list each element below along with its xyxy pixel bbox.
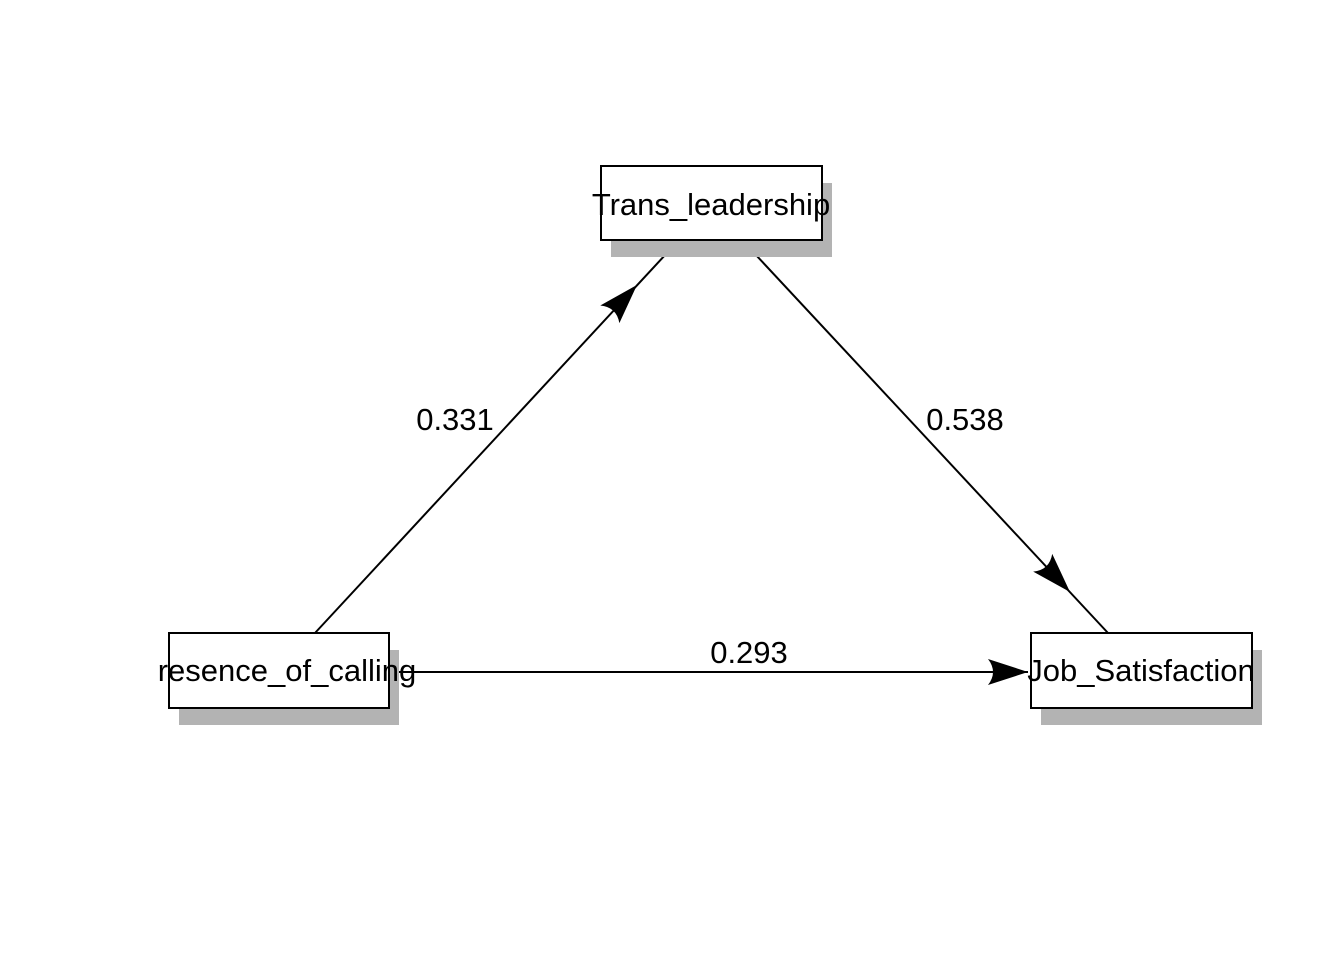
node-trans-leadership-box [600, 165, 823, 241]
node-job-satisfaction-label: Job_Satisfaction [1027, 653, 1254, 688]
node-job-satisfaction-box [1030, 632, 1253, 709]
edge-trans-to-job-coefficient: 0.538 [926, 402, 1004, 437]
edge-presence-to-job-coefficient: 0.293 [710, 635, 788, 670]
node-presence-of-calling-box [168, 632, 390, 709]
edge-presence-to-trans-arrowhead-icon [600, 285, 637, 324]
node-trans-leadership-label: Trans_leadership [592, 187, 830, 222]
edge-trans-to-job-arrowhead-icon [1033, 553, 1070, 592]
edge-presence-to-trans-coefficient: 0.331 [416, 402, 494, 437]
node-presence-of-calling-label: resence_of_calling [158, 653, 417, 688]
edge-presence-to-job-arrowhead-icon [988, 659, 1028, 685]
